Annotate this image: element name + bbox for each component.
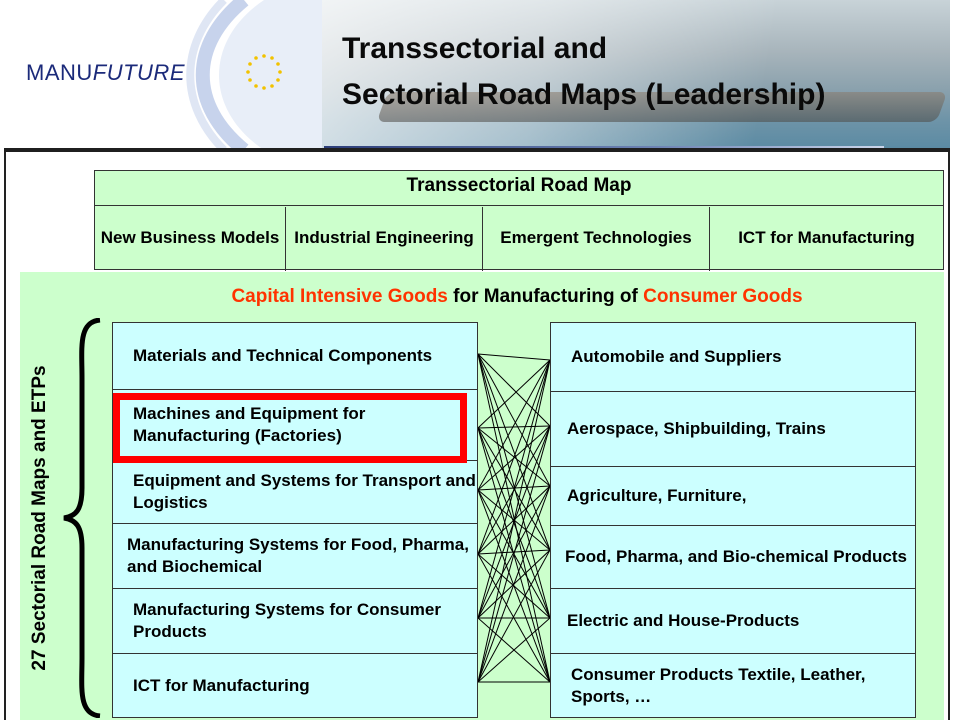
- right-item-aerospace: Aerospace, Shipbuilding, Trains: [567, 419, 826, 438]
- heading-consumer-goods: Consumer Goods: [643, 286, 803, 307]
- curly-brace-icon: [63, 318, 101, 718]
- trans-col-ict-for-manufacturing: ICT for Manufacturing: [738, 228, 915, 247]
- table-divider: [482, 207, 483, 271]
- logo-part-future: FUTURE: [92, 60, 185, 85]
- left-item-ict-manufacturing: ICT for Manufacturing: [133, 675, 310, 695]
- slide-frame: [4, 0, 950, 720]
- row-separator: [113, 389, 477, 390]
- header-rule: [4, 148, 950, 152]
- left-item-consumer-products: Manufacturing Systems for Consumer Produ…: [133, 600, 441, 641]
- right-item-automobile: Automobile and Suppliers: [571, 347, 782, 366]
- slide-header: MANUFUTURE Transsectorial and Sectorial …: [0, 0, 954, 152]
- left-item-transport-logistics: Equipment and Systems for Transport and …: [133, 471, 476, 512]
- capital-goods-column: Materials and Technical Components Machi…: [112, 322, 478, 718]
- capital-goods-heading: Capital Intensive Goods for Manufacturin…: [0, 286, 954, 308]
- rowing-photo-banner: [322, 0, 950, 150]
- left-item-materials: Materials and Technical Components: [133, 346, 433, 365]
- row-separator: [551, 588, 915, 589]
- left-item-food-pharma-biochemical: Manufacturing Systems for Food, Pharma, …: [127, 535, 469, 576]
- eu-stars-swoosh-icon: [186, 0, 324, 150]
- trans-col-emergent-technologies: Emergent Technologies: [500, 228, 692, 247]
- consumer-goods-column: Automobile and Suppliers Aerospace, Ship…: [550, 322, 916, 718]
- sector-connection-lines: [478, 353, 550, 683]
- trans-col-industrial-engineering: Industrial Engineering: [294, 228, 474, 247]
- highlight-frame: [113, 393, 467, 463]
- row-separator: [551, 653, 915, 654]
- vertical-sectorial-label: 27 Sectorial Road Maps and ETPs: [29, 365, 50, 671]
- right-item-electric-house: Electric and House-Products: [567, 611, 800, 630]
- row-separator: [113, 588, 477, 589]
- table-rule: [95, 205, 943, 206]
- right-item-agriculture: Agriculture, Furniture,: [567, 486, 747, 505]
- vertical-label-box: 27 Sectorial Road Maps and ETPs: [20, 318, 60, 718]
- logo-part-manu: MANU: [26, 60, 93, 85]
- table-divider: [709, 207, 710, 271]
- right-item-food-pharma: Food, Pharma, and Bio-chemical Products: [565, 547, 907, 566]
- row-separator: [551, 466, 915, 467]
- heading-capital-intensive-goods: Capital Intensive Goods: [231, 286, 448, 307]
- right-item-consumer-products: Consumer Products Textile, Leather, Spor…: [571, 664, 866, 706]
- row-separator: [113, 523, 477, 524]
- logo-area: MANUFUTURE: [4, 0, 324, 150]
- table-divider: [285, 207, 286, 271]
- manufuture-logo: MANUFUTURE: [26, 60, 185, 86]
- row-separator: [551, 525, 915, 526]
- transsectorial-title: Transsectorial Road Map: [406, 175, 632, 196]
- heading-middle: for Manufacturing of: [447, 286, 644, 307]
- slide-title-line-1: Transsectorial and: [342, 32, 608, 65]
- left-item-machines-equipment: Machines and Equipment for Manufacturing…: [133, 404, 366, 445]
- slide-title-line-2: Sectorial Road Maps (Leadership): [342, 78, 826, 111]
- trans-col-new-business-models: New Business Models: [100, 228, 280, 247]
- transsectorial-table: Transsectorial Road Map New Business Mod…: [94, 170, 944, 271]
- row-separator: [551, 391, 915, 392]
- row-separator: [113, 653, 477, 654]
